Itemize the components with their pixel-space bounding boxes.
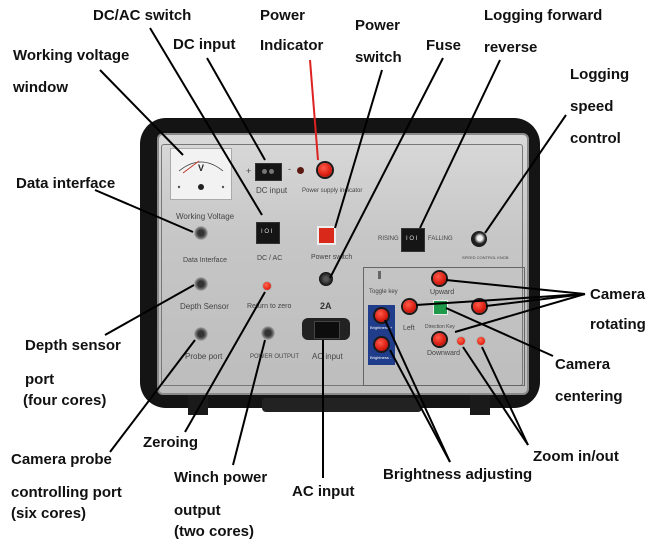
- downward-button[interactable]: [433, 333, 446, 346]
- callout-camera-probe-2: controlling port: [11, 484, 122, 501]
- callout-logging-fr-2: reverse: [484, 39, 538, 56]
- callout-camera-rotating-2: rotating: [590, 316, 646, 333]
- left-button[interactable]: [403, 300, 416, 313]
- callout-power-switch-1: Power: [355, 17, 401, 34]
- dc-ac-switch[interactable]: I O I: [256, 222, 280, 244]
- callout-logging-speed-3: control: [570, 130, 621, 147]
- callout-camera-centering-1: Camera: [555, 356, 611, 373]
- brightness-plus-button[interactable]: [375, 309, 388, 322]
- label-data-interface: Data Interface: [183, 257, 227, 264]
- label-depth-sensor: Depth Sensor: [180, 302, 229, 311]
- callout-dc-ac-switch: DC/AC switch: [93, 7, 192, 24]
- callout-winch-power-2: output: [174, 502, 221, 519]
- callout-working-voltage-1: Working voltage: [13, 47, 130, 64]
- voltmeter: V: [170, 148, 232, 200]
- callout-ac-input: AC input: [292, 483, 355, 500]
- brightness-minus-button[interactable]: [375, 338, 388, 351]
- speed-control-knob[interactable]: [471, 231, 487, 247]
- callout-camera-centering-2: centering: [555, 388, 623, 405]
- camera-centering-button[interactable]: [433, 300, 448, 315]
- label-ac-input: AC input: [312, 352, 343, 361]
- callout-dc-input: DC input: [173, 36, 236, 53]
- callout-camera-probe-3: (six cores): [11, 505, 87, 522]
- callout-data-interface: Data interface: [16, 175, 116, 192]
- right-button[interactable]: [473, 300, 486, 313]
- callout-logging-speed-1: Logging: [570, 66, 630, 83]
- label-falling: FALLING: [428, 236, 453, 242]
- callout-winch-power-1: Winch power: [174, 469, 268, 486]
- label-working-voltage: Working Voltage: [176, 212, 235, 221]
- case-foot-right: [470, 395, 490, 415]
- callout-fuse: Fuse: [426, 37, 462, 54]
- callout-brightness: Brightness adjusting: [383, 466, 533, 483]
- callout-camera-rotating-1: Camera: [590, 286, 646, 303]
- label-power-switch: Power switch: [311, 254, 353, 261]
- callout-depth-sensor-2: port: [25, 371, 55, 388]
- upward-button[interactable]: [433, 272, 446, 285]
- zoom-in-button[interactable]: [457, 337, 465, 345]
- label-power-supply-indicator: Power supply indicator: [302, 188, 363, 194]
- label-fuse-rating: 2A: [320, 301, 332, 311]
- callout-winch-power-3: (two cores): [174, 523, 255, 540]
- dc-led: [297, 167, 304, 174]
- callout-power-indicator-2: Indicator: [260, 37, 324, 54]
- ac-input-socket[interactable]: [302, 318, 350, 340]
- label-brightness-plus: Brightness +: [370, 325, 393, 330]
- case-handle: [262, 398, 422, 412]
- label-downward: Downward: [427, 350, 461, 357]
- fuse-holder[interactable]: [319, 272, 333, 286]
- label-dc-input: DC input: [256, 186, 288, 195]
- label-toggle-key: Toggle key: [369, 289, 398, 295]
- label-speed-knob: SPEED CONTROL KNOB: [462, 255, 509, 260]
- callout-logging-speed-2: speed: [570, 98, 614, 115]
- power-indicator-lamp: [318, 163, 332, 177]
- meter-unit: V: [198, 163, 205, 173]
- dc-input-socket[interactable]: [255, 163, 282, 181]
- callout-working-voltage-2: window: [13, 79, 68, 96]
- callout-logging-fr-1: Logging forward: [484, 7, 603, 24]
- return-to-zero-button[interactable]: [263, 282, 271, 290]
- label-brightness-minus: Brightness -: [370, 355, 392, 360]
- label-dc-ac: DC / AC: [257, 255, 283, 262]
- label-direction-key: Direction Key: [425, 324, 455, 330]
- probe-port-connector[interactable]: [194, 327, 208, 341]
- callout-zoom: Zoom in/out: [533, 448, 619, 465]
- callout-depth-sensor-3: (four cores): [23, 392, 107, 409]
- label-return-to-zero: Return to zero: [247, 303, 292, 310]
- voltmeter-dial-icon: [177, 160, 225, 190]
- dc-minus: -: [288, 164, 291, 174]
- depth-sensor-connector[interactable]: [194, 277, 208, 291]
- label-power-output: POWER OUTPUT: [250, 354, 299, 360]
- callout-zeroing: Zeroing: [143, 434, 198, 451]
- label-left: Left: [403, 325, 415, 332]
- label-probe-port: Probe port: [185, 352, 223, 361]
- data-interface-connector[interactable]: [194, 226, 208, 240]
- label-rising: RISING: [378, 236, 399, 242]
- toggle-key[interactable]: [378, 271, 381, 279]
- callout-depth-sensor-1: Depth sensor: [25, 337, 121, 354]
- zoom-out-button[interactable]: [477, 337, 485, 345]
- logging-direction-switch[interactable]: I O I: [401, 228, 425, 252]
- dc-plus: +: [246, 166, 252, 176]
- label-upward: Upward: [430, 289, 455, 296]
- power-switch[interactable]: [317, 226, 336, 245]
- callout-power-indicator-1: Power: [260, 7, 306, 24]
- callout-camera-probe-1: Camera probe: [11, 451, 112, 468]
- case-foot-left: [188, 395, 208, 415]
- callout-power-switch-2: switch: [355, 49, 402, 66]
- winch-power-output-connector[interactable]: [261, 326, 275, 340]
